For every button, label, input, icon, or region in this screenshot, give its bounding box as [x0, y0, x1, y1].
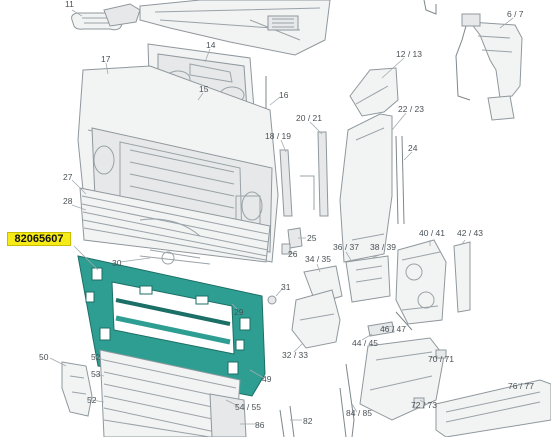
callout-24: 24	[408, 143, 418, 153]
callout-30: 30	[112, 258, 122, 268]
callout-28: 28	[63, 196, 73, 206]
part-50-side-cover	[61, 361, 93, 417]
callout-52-bottom: 52	[87, 395, 97, 405]
callout-86: 86	[255, 420, 265, 430]
callout-18-19: 18 / 19	[265, 131, 291, 141]
callout-44-45: 44 / 45	[352, 338, 378, 348]
callout-14: 14	[206, 40, 216, 50]
callout-17: 17	[101, 54, 111, 64]
part-72-77-step-panel	[413, 379, 551, 438]
part-22-23-deflector	[339, 113, 393, 263]
callout-40-41: 40 / 41	[419, 228, 445, 238]
callout-12-13: 12 / 13	[396, 49, 422, 59]
callout-16: 16	[279, 90, 289, 100]
callout-26: 26	[288, 249, 298, 259]
callout-6-7: 6 / 7	[507, 9, 524, 19]
part-27-28-lower-grille	[79, 187, 271, 263]
part-25-26-hinge	[281, 227, 303, 255]
callout-34-35: 34 / 35	[305, 254, 331, 264]
callout-76-77: 76 / 77	[508, 381, 534, 391]
callout-15: 15	[199, 84, 209, 94]
callout-49: 49	[262, 374, 272, 384]
callout-53: 53	[91, 369, 101, 379]
part-40-41-lamp-unit	[395, 239, 447, 325]
callout-22-23: 22 / 23	[398, 104, 424, 114]
callout-38-39: 38 / 39	[370, 242, 396, 252]
part-24-strip	[395, 135, 405, 225]
part-42-43-side-lamp	[453, 241, 471, 313]
callout-46-47: 46 / 47	[380, 324, 406, 334]
callout-labels: 11 6 / 7 14 17 12 / 13 15 16 22 / 23 20 …	[39, 0, 534, 430]
part-32-33-corner-panel	[291, 289, 341, 349]
part-30-emblem	[139, 249, 211, 265]
part-31-bolt	[267, 295, 277, 305]
part-52-53-bottom-grille	[99, 349, 247, 438]
callout-31: 31	[281, 282, 291, 292]
callout-11: 11	[65, 0, 74, 9]
part-6-7-mirror	[423, 0, 523, 121]
callout-70-71: 70 / 71	[428, 354, 454, 364]
part-36-39-headlamps	[345, 255, 391, 303]
part-86-strip	[279, 405, 295, 438]
part-12-13-corner	[349, 67, 399, 117]
callout-32-33: 32 / 33	[282, 350, 308, 360]
callout-27: 27	[63, 172, 73, 182]
callout-36-37: 36 / 37	[333, 242, 359, 252]
callout-72-73: 72 / 73	[411, 400, 437, 410]
part-20-21-bracket	[279, 131, 329, 217]
part-top-roof-panel	[139, 0, 331, 56]
callout-84-85: 84 / 85	[346, 408, 372, 418]
callout-52-top: 52	[91, 352, 101, 362]
callout-54-55: 54 / 55	[235, 402, 261, 412]
part-number-badge: 82065607	[7, 232, 71, 246]
callout-82: 82	[303, 416, 313, 426]
part-11-handle	[71, 3, 141, 31]
part-44-47-clips	[367, 311, 413, 337]
callout-25: 25	[307, 233, 317, 243]
part-84-85-strip	[339, 363, 355, 438]
callout-42-43: 42 / 43	[457, 228, 483, 238]
callout-50: 50	[39, 352, 49, 362]
callout-20-21: 20 / 21	[296, 113, 322, 123]
callout-29: 29	[234, 307, 244, 317]
leader-lines	[49, 9, 530, 425]
